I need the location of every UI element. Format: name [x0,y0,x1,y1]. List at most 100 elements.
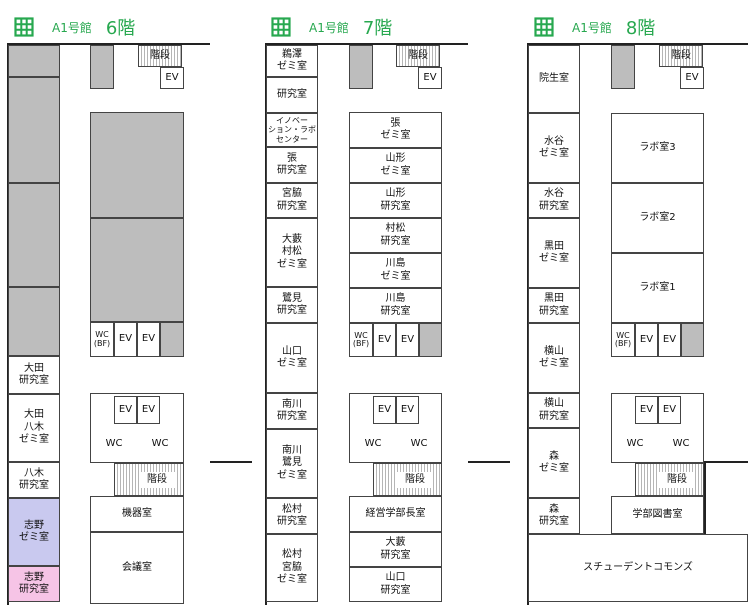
elevator: EV [137,396,160,424]
room: 大田 八木 ゼミ室 [8,394,60,462]
room: ラボ室1 [611,253,704,323]
elevator: EV [680,67,704,89]
elevator: EV [373,396,396,424]
room: 森 ゼミ室 [528,428,580,498]
storage-block [90,112,184,218]
room: 志野 研究室 [8,566,60,602]
storage-block [8,287,60,356]
room: 森 研究室 [528,498,580,534]
room: 宮脇 研究室 [266,183,318,218]
room: 川島 研究室 [349,288,442,323]
stairs: 階段 [659,45,703,67]
floor-plan-8f: A1号館 8階 院生室 水谷 ゼミ室 水谷 研究室 黒田 ゼミ室 黒田 研究室 … [520,0,750,616]
storage-block [611,45,635,89]
stairs: 階段 [138,45,182,67]
elevator: EV [396,396,419,424]
building-icon [534,17,554,37]
room: 黒田 ゼミ室 [528,218,580,288]
room: 張 ゼミ室 [349,112,442,148]
floor-plan-7f: A1号館 7階 鵜澤 ゼミ室 研究室 イノベー ション・ラボ センター 張 研究… [257,0,510,616]
elevator: EV [635,396,658,424]
storage-block [419,323,442,357]
storage-block [160,322,184,357]
restroom: WC [672,437,690,449]
room: ラボ室3 [611,113,704,183]
room: 南川 研究室 [266,393,318,429]
restroom: WC [151,437,169,449]
restroom: WC (BF) [349,323,373,357]
elevator: EV [396,323,419,357]
floor-title-6f: A1号館 6階 [14,12,135,42]
restroom: WC [364,437,382,449]
room: 横山 ゼミ室 [528,323,580,393]
building-icon [271,17,291,37]
storage-block [90,218,184,322]
wall-inner [704,461,748,463]
storage-block [349,45,373,89]
restroom: WC [626,437,644,449]
room: 松村 宮脇 ゼミ室 [266,534,318,602]
room: 大藪 村松 ゼミ室 [266,218,318,287]
room: 水谷 ゼミ室 [528,113,580,183]
room: 横山 研究室 [528,393,580,428]
room: 機器室 [90,496,184,532]
room: 水谷 研究室 [528,183,580,218]
wall-bottom-right [210,461,252,463]
elevator: EV [114,396,137,424]
stairs: 階段 [396,45,440,67]
room: 学部図書室 [611,496,704,534]
room: 山形 ゼミ室 [349,148,442,183]
room: 経営学部長室 [349,496,442,532]
building-icon [14,17,34,37]
elevator: EV [635,323,658,357]
room: 研究室 [266,77,318,113]
floor-name: 8階 [625,18,656,39]
elevator: EV [160,67,184,89]
restroom: WC [410,437,428,449]
room: イノベー ション・ラボ センター [266,113,318,147]
room: 志野 ゼミ室 [8,498,60,566]
building-name: A1号館 [309,20,349,35]
restroom: WC [105,437,123,449]
wall-top [265,43,468,45]
storage-block [8,183,60,287]
room: 張 研究室 [266,147,318,183]
storage-block [8,45,60,77]
stairs-label: 階段 [139,472,175,488]
wall-bottom-right [468,461,510,463]
room: 山形 研究室 [349,183,442,218]
floor-title-7f: A1号館 7階 [271,12,392,42]
room: 院生室 [528,45,580,113]
room: 山口 ゼミ室 [266,323,318,393]
stairs-label: 階段 [659,472,695,488]
storage-block [8,77,60,183]
elevator: EV [373,323,396,357]
floor-title-8f: A1号館 8階 [534,12,655,42]
restroom: WC (BF) [611,323,635,357]
room: 村松 研究室 [349,218,442,253]
room: ラボ室2 [611,183,704,253]
room: 大藪 研究室 [349,532,442,567]
room: 松村 研究室 [266,498,318,534]
room: 八木 研究室 [8,462,60,498]
room: スチューデントコモンズ [528,534,748,602]
room: 会議室 [90,532,184,604]
elevator: EV [658,396,681,424]
stairs-label: 階段 [397,472,433,488]
elevator: EV [418,67,442,89]
floor-name: 7階 [362,18,393,39]
room: 大田 研究室 [8,356,60,394]
room: 南川 鷺見 ゼミ室 [266,429,318,498]
elevator: EV [137,322,160,357]
room: 鵜澤 ゼミ室 [266,45,318,77]
elevator: EV [658,323,681,357]
elevator: EV [114,322,137,357]
floor-plan-6f: A1号館 6階 大田 研究室 大田 八木 ゼミ室 八木 研究室 志野 ゼミ室 志… [0,0,252,616]
wall-inner [704,461,706,534]
building-name: A1号館 [572,20,612,35]
floor-name: 6階 [105,18,136,39]
room: 黒田 研究室 [528,288,580,323]
room: 川島 ゼミ室 [349,253,442,288]
room: 山口 研究室 [349,567,442,602]
wall-top [7,43,210,45]
